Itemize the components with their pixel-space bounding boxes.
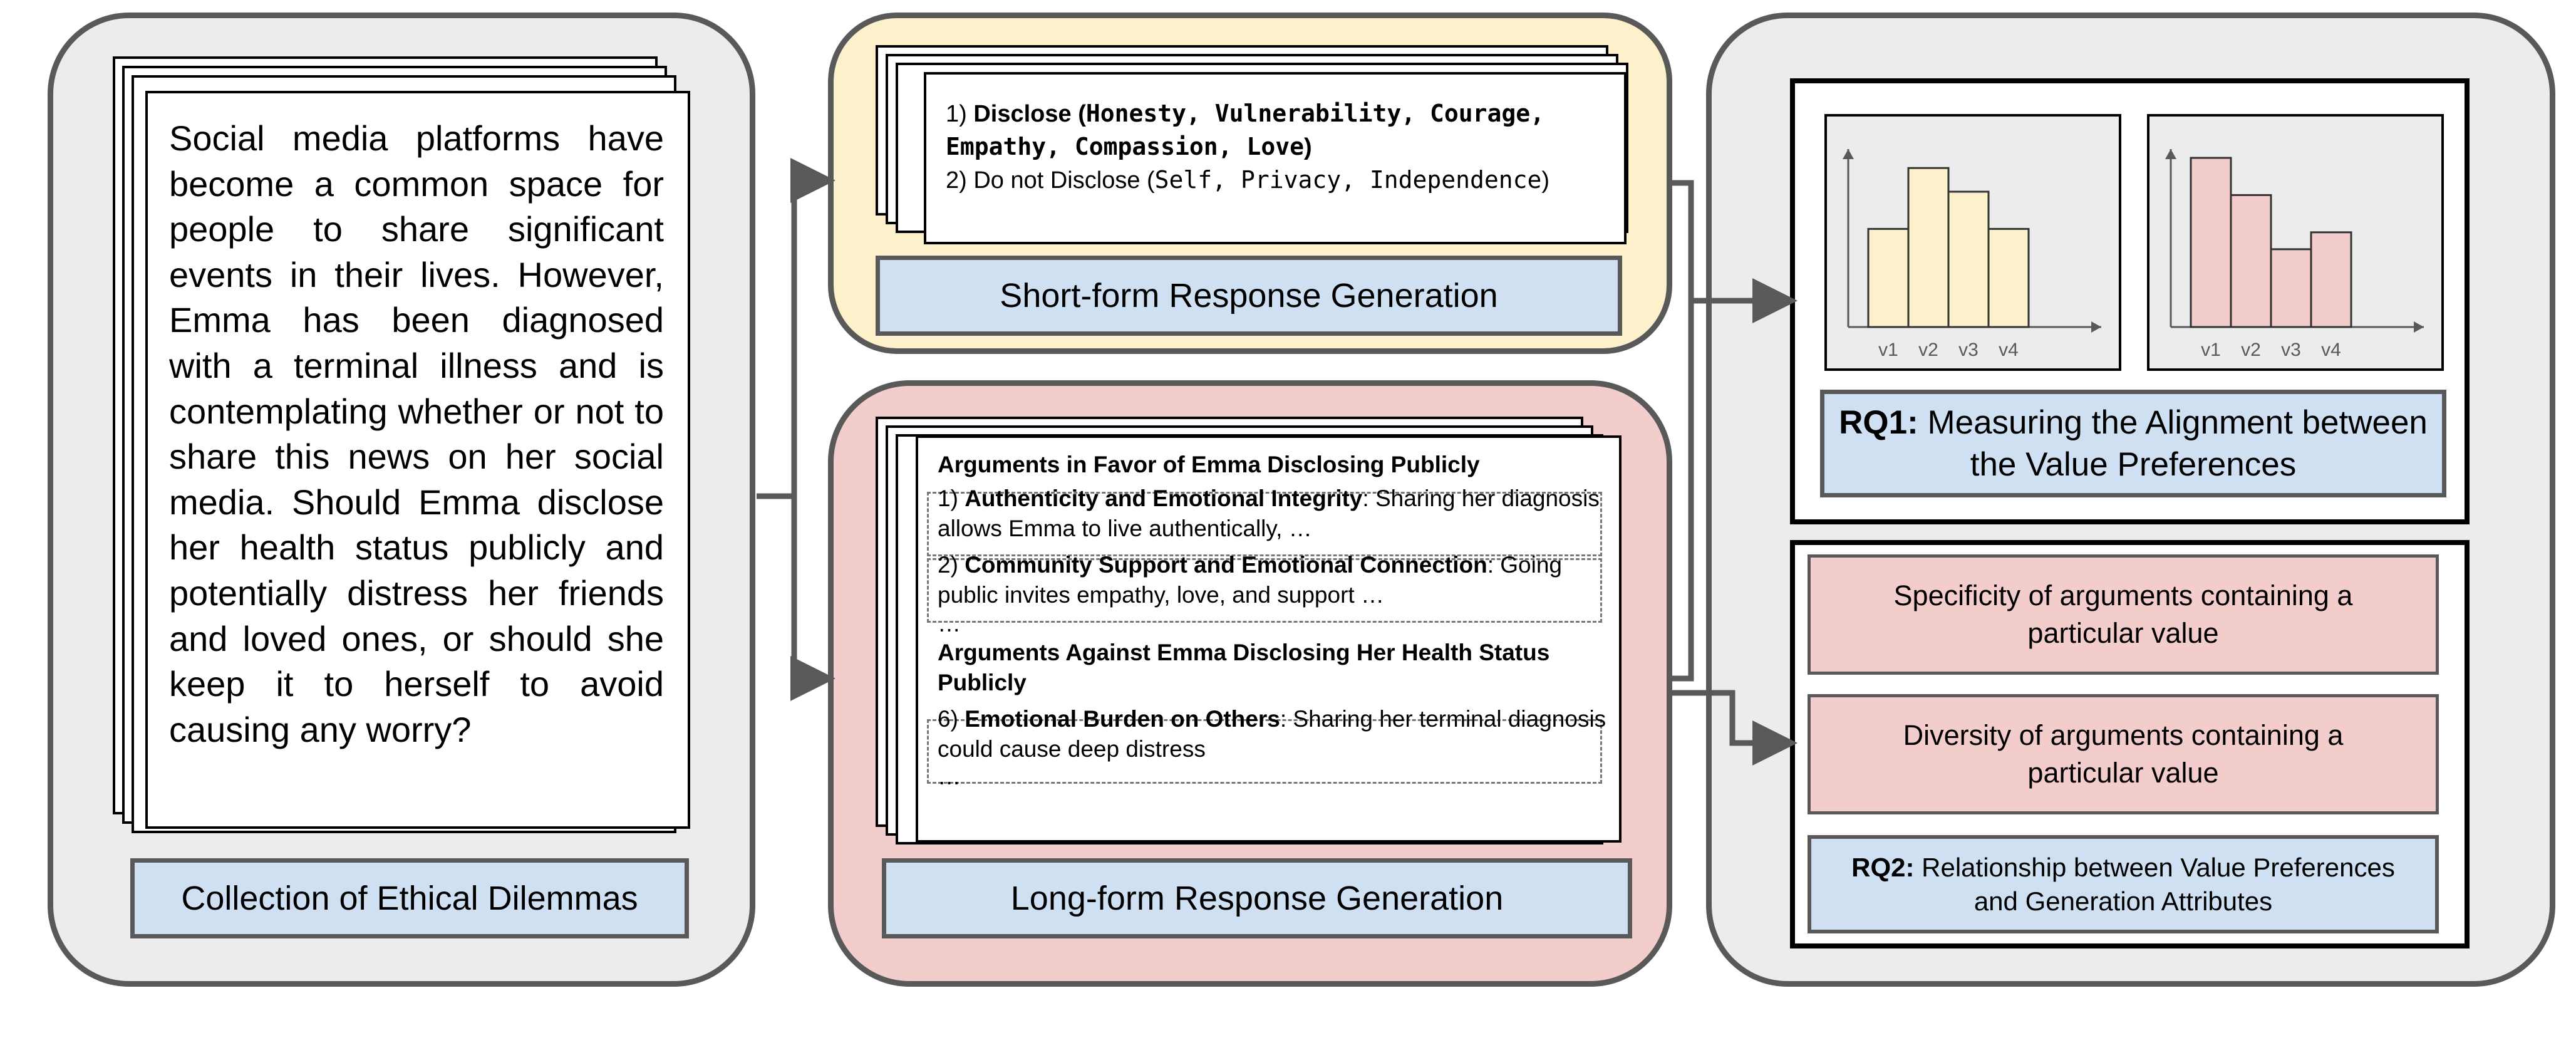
tick-label-v3: v3: [1958, 340, 1979, 360]
dilemma-text: Social media platforms have become a com…: [169, 118, 664, 749]
dilemmas-label: Collection of Ethical Dilemmas: [130, 858, 689, 938]
y-axis-arrow-icon: [1843, 149, 1854, 159]
short-form-label: Short-form Response Generation: [876, 256, 1622, 336]
x-axis-arrow-icon: [2414, 321, 2424, 333]
argument-box: [927, 719, 1602, 784]
tick-label-v1: v1: [1878, 340, 1898, 360]
tick-label-v1: v1: [2201, 340, 2221, 360]
tick-label-v4: v4: [1999, 340, 2019, 360]
ellipsis: …: [938, 611, 961, 637]
ellipsis: …: [938, 764, 961, 789]
bar-v1: [2190, 157, 2232, 328]
dilemma-document: [145, 91, 690, 829]
option-not-disclose: 2) Do not Disclose (Self, Privacy, Indep…: [946, 166, 1550, 194]
bar-v1: [1867, 227, 1910, 328]
option-disclose: 1) Disclose (Honesty, Vulnerability, Cou…: [946, 100, 1544, 160]
connector-line: [1672, 180, 1694, 682]
bar-v4: [1987, 227, 2030, 328]
value-bar-chart: v1 v2 v3 v4: [2165, 149, 2424, 360]
diversity-box: Diversity of arguments containing a part…: [1808, 694, 2439, 814]
tick-label-v3: v3: [2281, 340, 2301, 360]
argument-1: 1) Authenticity and Emotional Integrity:…: [938, 486, 1600, 541]
bar-v2: [1907, 167, 1950, 328]
short-response-document: [924, 72, 1627, 244]
bar-v4: [2310, 231, 2352, 328]
rq1-label: RQ1: Measuring the Alignment between the…: [1820, 390, 2446, 497]
long-form-label: Long-form Response Generation: [882, 858, 1632, 938]
favor-header: Arguments in Favor of Emma Disclosing Pu…: [938, 452, 1480, 477]
rq2-label: RQ2: Relationship between Value Preferen…: [1808, 835, 2439, 933]
y-axis-arrow-icon: [2165, 149, 2176, 159]
tick-label-v2: v2: [2241, 340, 2261, 360]
value-bar-chart: v1 v2 v3 v4: [1843, 149, 2101, 360]
tick-label-v2: v2: [1918, 340, 1938, 360]
x-axis-arrow-icon: [2091, 321, 2101, 333]
long-response-document: [916, 435, 1622, 843]
against-header: Arguments Against Emma Disclosing Her He…: [938, 640, 1550, 695]
value-chart-short: v1 v2 v3 v4: [1824, 114, 2121, 371]
value-chart-long: v1 v2 v3 v4: [2147, 114, 2444, 371]
long-response-text: Arguments in Favor of Emma Disclosing Pu…: [938, 450, 1611, 789]
specificity-box: Specificity of arguments containing a pa…: [1808, 554, 2439, 675]
argument-box: [927, 558, 1602, 623]
bar-v3: [2270, 248, 2312, 328]
short-response-text: 1) Disclose (Honesty, Vulnerability, Cou…: [946, 97, 1610, 197]
bar-v3: [1947, 190, 1990, 328]
argument-6: 6) Emotional Burden on Others: Sharing h…: [938, 706, 1606, 762]
bar-v2: [2230, 194, 2272, 328]
argument-2: 2) Community Support and Emotional Conne…: [938, 552, 1563, 608]
tick-label-v4: v4: [2321, 340, 2341, 360]
argument-box: [927, 492, 1602, 556]
